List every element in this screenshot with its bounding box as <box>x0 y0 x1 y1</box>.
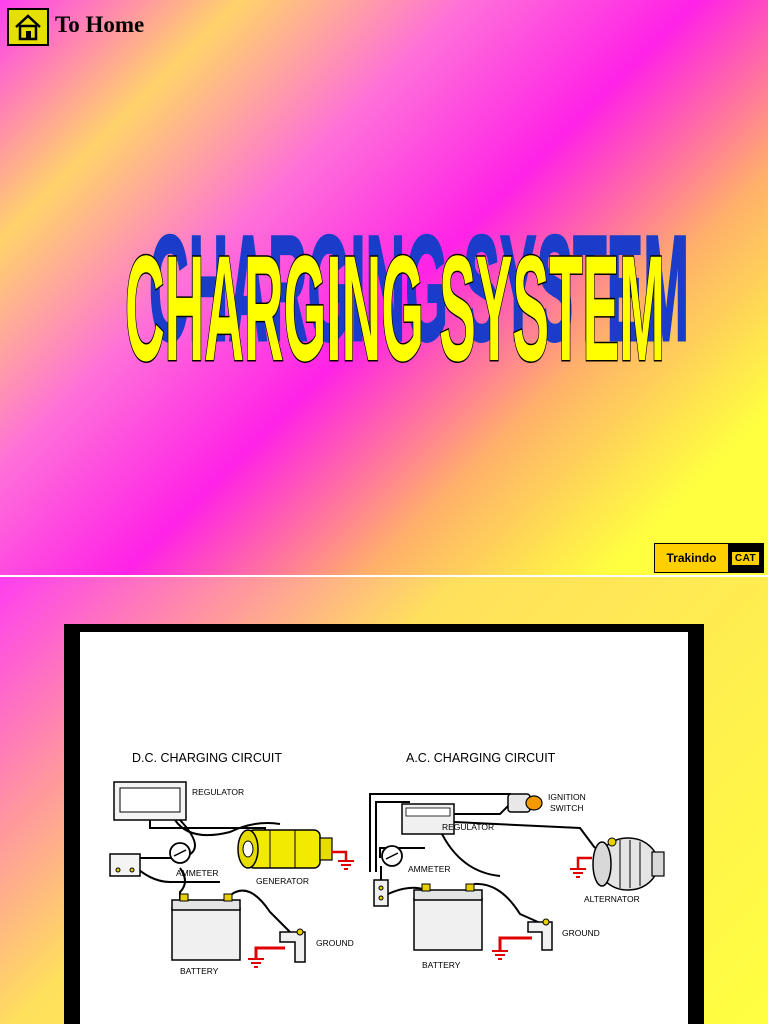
charging-circuit-diagram: D.C. CHARGING CIRCUIT REGULATOR AMMETER … <box>109 751 665 976</box>
ac-alternator <box>592 837 665 891</box>
slide-title-text: CHARGING SYSTEM <box>124 223 667 394</box>
dc-ammeter-label: AMMETER <box>176 868 219 878</box>
trakindo-cat-logo: Trakindo CAT <box>654 543 764 573</box>
ac-ammeter <box>381 845 403 867</box>
slide-divider <box>0 575 768 577</box>
ac-switch-label: SWITCH <box>550 803 584 813</box>
trakindo-wordmark: Trakindo <box>655 544 728 572</box>
svg-text:CHARGING SYSTEM: CHARGING SYSTEM <box>125 224 665 392</box>
svg-text:CHARGING SYSTEM: CHARGING SYSTEM <box>149 204 689 372</box>
dc-battery-label: BATTERY <box>180 966 219 976</box>
dc-battery-ground-icon <box>248 946 285 968</box>
ac-regulator-label: REGULATOR <box>442 822 494 832</box>
dc-regulator-label: REGULATOR <box>192 787 244 797</box>
dc-ground-bracket <box>279 928 306 963</box>
dc-battery <box>171 893 241 961</box>
ac-battery-ground-icon <box>492 936 532 960</box>
dc-generator <box>237 829 333 869</box>
ac-battery <box>413 883 483 951</box>
home-link-label[interactable]: To Home <box>55 12 145 37</box>
ac-alternator-ground-icon <box>570 856 592 878</box>
slide-title-shadow: CHARGING SYSTEM <box>148 203 691 374</box>
ac-ground-bracket <box>527 918 553 951</box>
dc-generator-ground-icon <box>332 850 354 870</box>
home-icon <box>15 14 41 41</box>
ac-ignition-switch <box>507 793 543 813</box>
title-slide: To Home CHARGING SYSTEM CHARGING SYSTEM … <box>0 0 768 575</box>
cat-wordmark: CAT <box>731 551 760 565</box>
ac-regulator <box>401 803 455 835</box>
ac-small-switch <box>373 879 389 907</box>
dc-ammeter <box>169 842 191 864</box>
ac-alternator-label: ALTERNATOR <box>584 894 640 904</box>
dc-regulator <box>113 781 187 821</box>
dc-ground-label: GROUND <box>316 938 354 948</box>
dc-heading: D.C. CHARGING CIRCUIT <box>132 751 282 765</box>
ac-battery-label: BATTERY <box>422 960 461 970</box>
dc-switch-bracket <box>109 853 141 877</box>
dc-generator-label: GENERATOR <box>256 876 309 886</box>
slide-title: CHARGING SYSTEM CHARGING SYSTEM <box>110 180 691 394</box>
ac-ignition-label: IGNITION <box>548 792 586 802</box>
ac-ground-label: GROUND <box>562 928 600 938</box>
ac-ammeter-label: AMMETER <box>408 864 451 874</box>
home-button[interactable] <box>7 8 49 46</box>
ac-heading: A.C. CHARGING CIRCUIT <box>406 751 556 765</box>
